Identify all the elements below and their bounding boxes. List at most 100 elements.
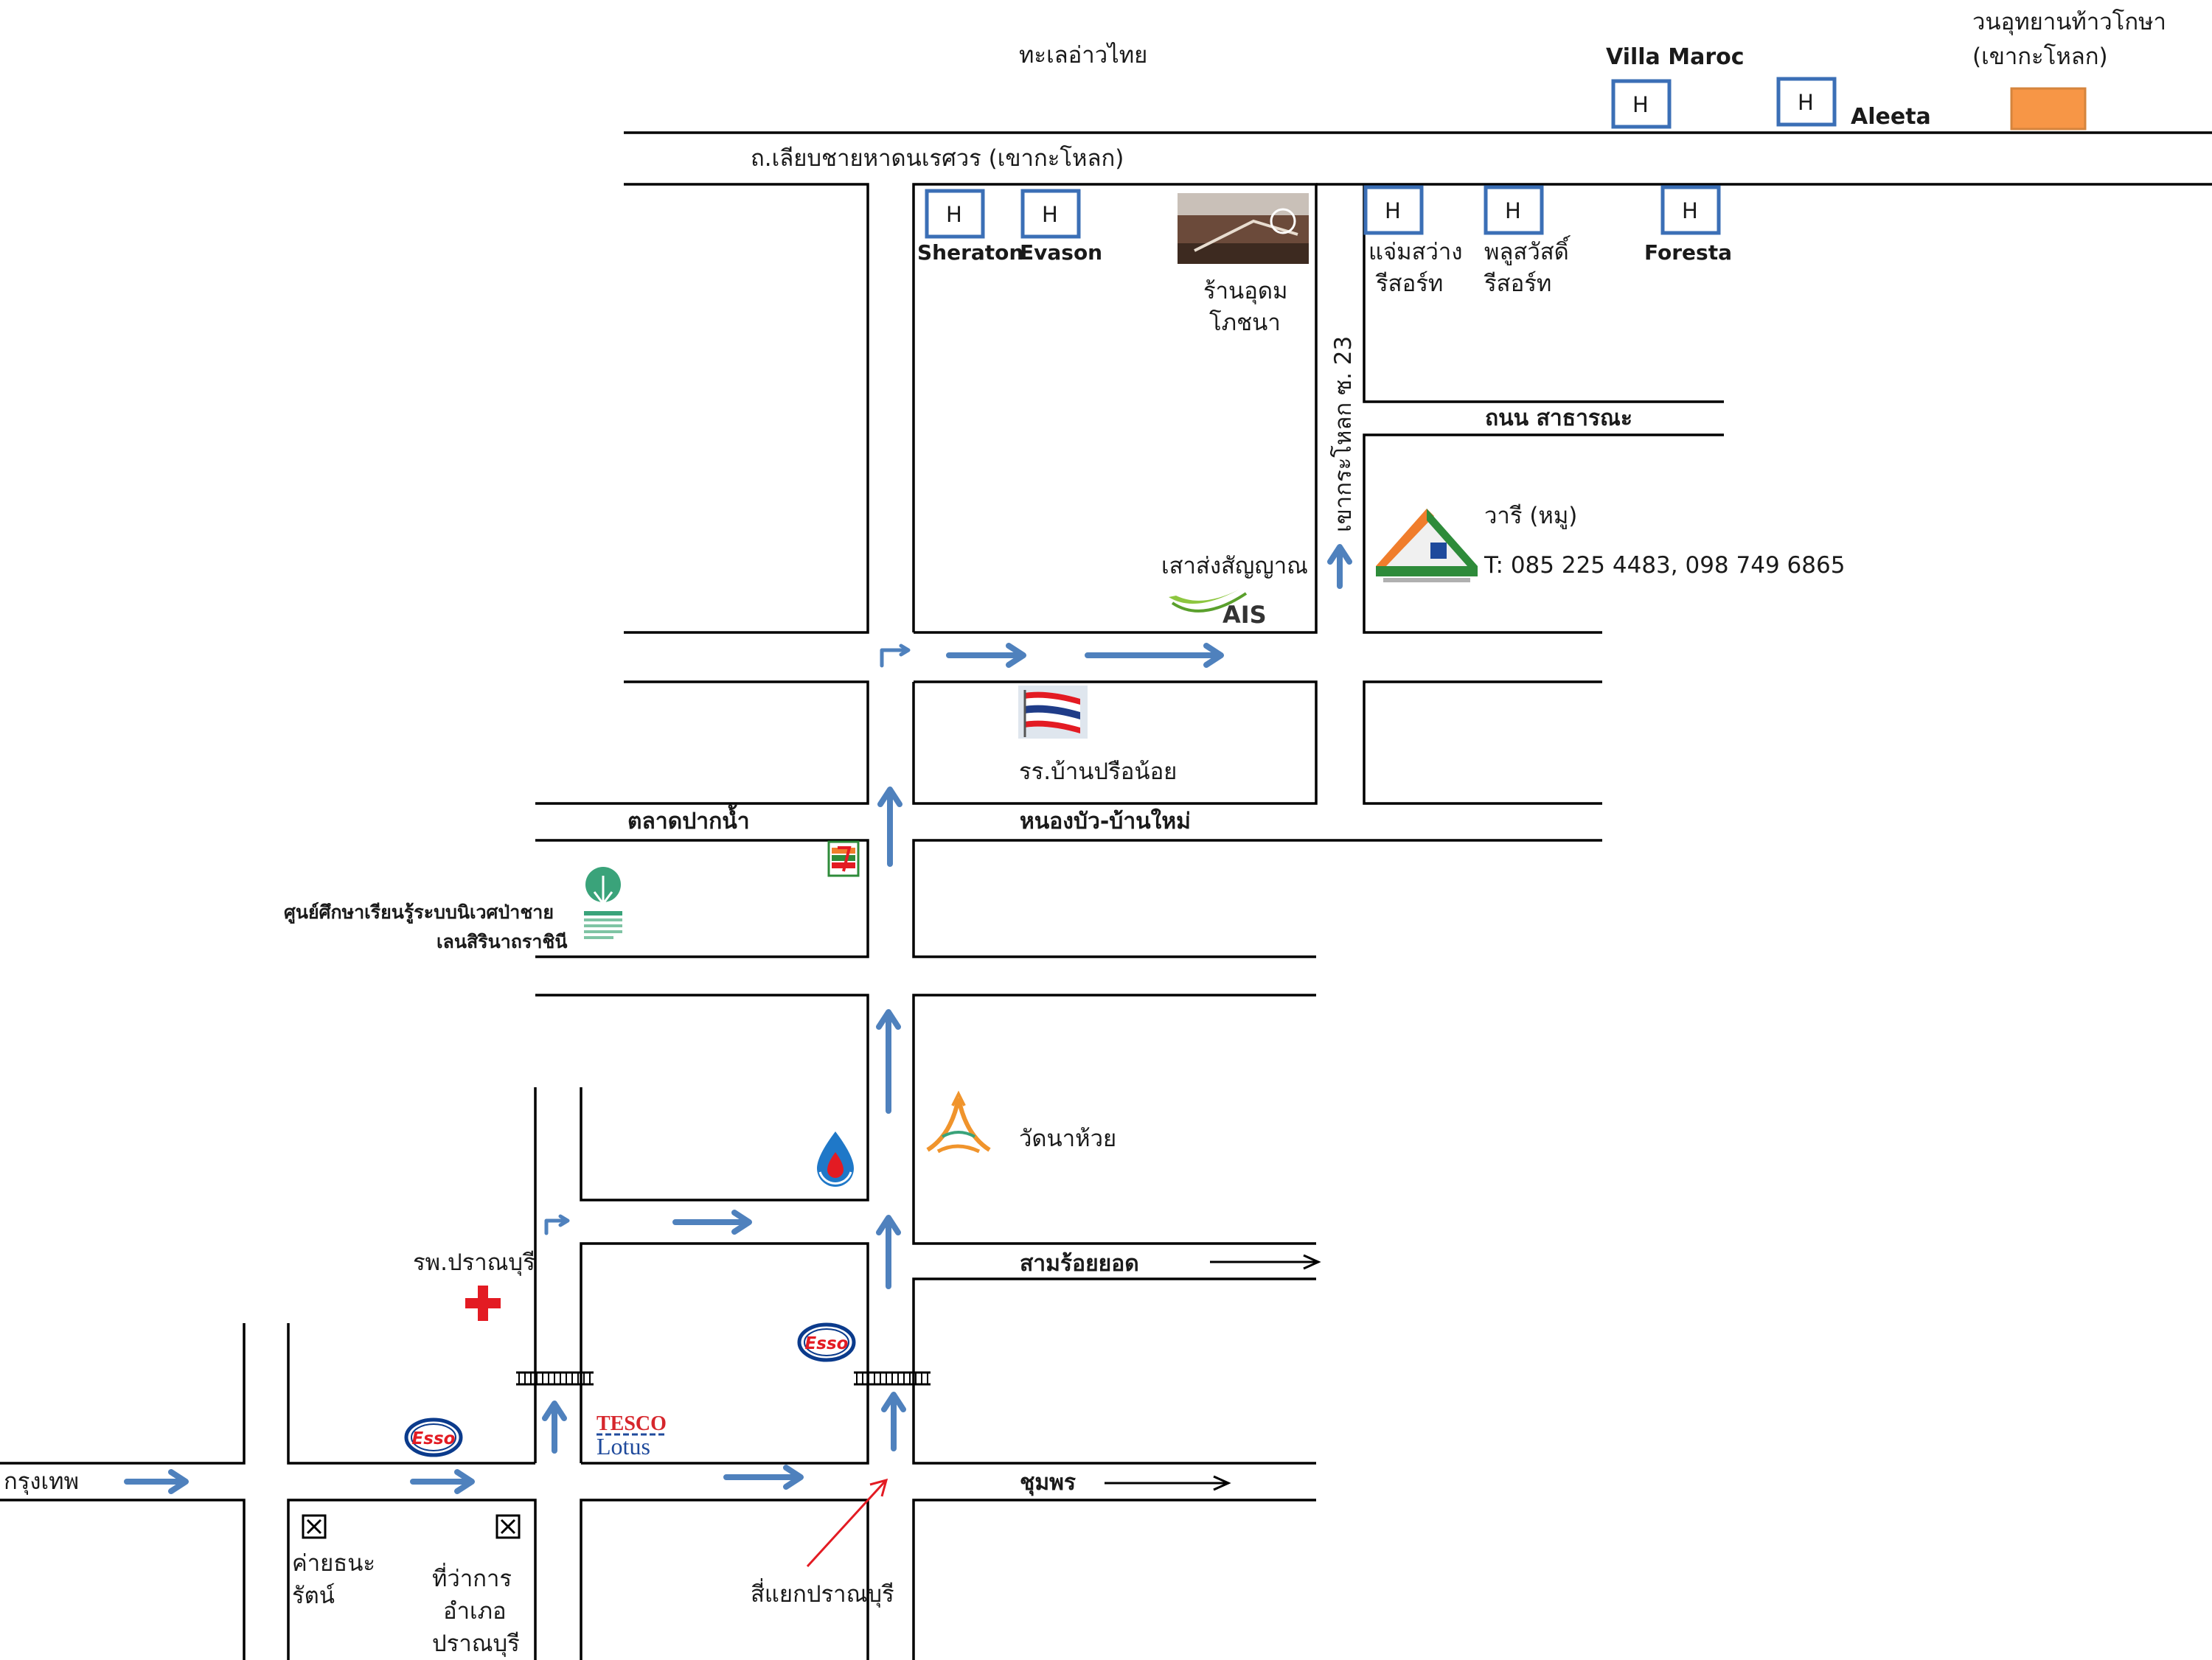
block-intersection-se [912,1499,1316,1660]
waree-phone-label: T: 085 225 4483, 098 749 6865 [1484,552,1845,579]
soi-23-label: เขากระโหลก ซ. 23 [1330,336,1357,532]
beach-road-label: ถ.เลียบชายหาดนเรศวร (เขากะโหลก) [751,145,1124,172]
hotel-foresta-label: Foresta [1644,240,1732,265]
tesco-lotus-logo: TESCO Lotus [597,1412,667,1460]
arrow-turn-right-road [880,644,911,668]
waree-logo [1376,509,1478,582]
arrow-north-rail-east [881,1392,906,1451]
hospital-cross-icon [465,1286,501,1321]
hotel-sheraton-icon: H [925,189,985,239]
ais-tower-label: เสาส่งสัญญาณ [1161,553,1308,579]
svg-text:H: H [1682,198,1698,223]
mangrove-center-logo [580,866,628,947]
hotel-evason-icon: H [1020,189,1081,239]
block-west-mid [535,680,869,805]
ais-logo: AIS [1169,590,1267,629]
market-label: ตลาดปากน้ำ [627,804,750,834]
hotel-evason-label: Evason [1020,240,1102,265]
block-market [535,839,869,958]
hotel-jamsawang-label-2: รีสอร์ท [1375,271,1444,297]
esso-station-icon-east: Esso [797,1322,856,1362]
hospital-label: รพ.ปราณบุรี [413,1249,535,1277]
hotel-jamsawang-label-1: แจ่มสว่าง [1368,239,1462,265]
arrow-east-2 [723,1465,804,1490]
hotel-poolsawat-label-1: พลูสวัสดิ์ [1484,234,1571,265]
svg-text:Lotus: Lotus [597,1433,650,1460]
block-tesco [580,1242,869,1465]
nongbua-road-label: หนองบัว-บ้านใหม่ [1020,808,1191,834]
road-bangkok-south [0,1499,246,1660]
waree-name-label: วารี (หมู) [1484,503,1577,529]
block-west-top [624,183,869,634]
hotel-sheraton-label: Sheraton [917,240,1023,265]
district-office-label-2: อำเภอ [443,1598,507,1625]
forest-park-marker [2010,87,2087,130]
svg-text:H: H [946,202,962,227]
mangrove-center-label-1: ศูนย์ศึกษาเรียนรู้ระบบนิเวศป่าชาย [284,902,554,924]
svg-text:H: H [1505,198,1521,223]
arrow-north-rail-west [542,1401,567,1454]
arrow-east-1 [410,1469,475,1494]
railway-crossing-east [854,1371,931,1386]
block-east-top [1363,184,1724,403]
forest-park-label-1: วนอุทยานท้าวโกษา [1972,9,2166,36]
block-school [912,680,1318,805]
svg-text:AIS: AIS [1222,601,1267,629]
svg-text:H: H [1042,202,1058,227]
army-camp-label-2: รัตน์ [292,1583,335,1609]
block-west-lower [535,994,869,1202]
svg-text:TESCO: TESCO [597,1412,667,1435]
school-label: รร.บ้านปรือน้อย [1019,758,1177,785]
arrow-north-temple [876,1009,901,1114]
block-camp [287,1499,537,1660]
restaurant-photo [1178,193,1309,264]
arrow-turn-right-west [544,1214,570,1235]
samroiyod-road-label: สามร้อยยอด [1020,1251,1139,1277]
arrow-east-road-1 [946,643,1026,668]
block-samroiyod [912,1277,1316,1465]
arrow-north-soi23 [1327,544,1352,589]
block-nongbua [912,839,1602,958]
road-network [0,131,2212,1660]
hotel-aleeta-label: Aleeta [1851,104,1931,130]
district-office-marker-icon [495,1514,521,1539]
hotel-villa-maroc-icon: H [1611,79,1672,129]
route-arrows [124,544,1352,1568]
hotel-poolsawat-icon: H [1484,185,1544,235]
hotel-foresta-icon: H [1660,185,1721,235]
arrow-chumphon [1105,1475,1231,1491]
forest-park-label-2: (เขากะโหลก) [1972,43,2108,70]
camp-marker-icon [302,1514,327,1539]
railway-crossing-west [516,1371,594,1386]
block-temple [912,994,1316,1245]
block-esso-left [287,1323,535,1465]
svg-text:H: H [1632,92,1649,117]
ptt-station-icon [817,1131,854,1187]
svg-text:H: H [1385,198,1401,223]
chumphon-label: ชุมพร [1020,1470,1076,1496]
mangrove-center-label-2: เลนสิรินาถราชินี [437,931,567,952]
road-bangkok-north [0,1323,246,1465]
gulf-of-thailand-label: ทะเลอ่าวไทย [1019,42,1147,69]
district-office-label-1: ที่ว่าการ [432,1563,512,1592]
hotel-poolsawat-label-2: รีสอร์ท [1484,271,1552,297]
army-camp-label-1: ค่ายธนะ [292,1550,375,1577]
esso-station-icon-west: Esso [404,1417,463,1457]
block-east-mid [1363,433,1724,634]
public-road-label: ถนน สาธารณะ [1485,405,1632,431]
pranburi-intersection-label: สี่แยกปราณบุรี [751,1578,894,1608]
temple-label: วัดนาห้วย [1019,1126,1116,1152]
svg-text:H: H [1798,90,1814,115]
udom-restaurant-label-2: โภชนา [1209,310,1281,336]
seven-eleven-icon [827,840,860,877]
arrow-samroiyod [1210,1254,1321,1270]
arrow-north-market [877,787,902,867]
block-east-lower [1363,680,1602,805]
arrow-east-road-2 [1085,643,1224,668]
svg-text:Esso: Esso [412,1429,456,1448]
temple-icon [926,1090,991,1154]
bangkok-label: กรุงเทพ [4,1468,79,1496]
thai-flag-icon [1018,686,1088,739]
svg-text:Esso: Esso [805,1334,849,1353]
